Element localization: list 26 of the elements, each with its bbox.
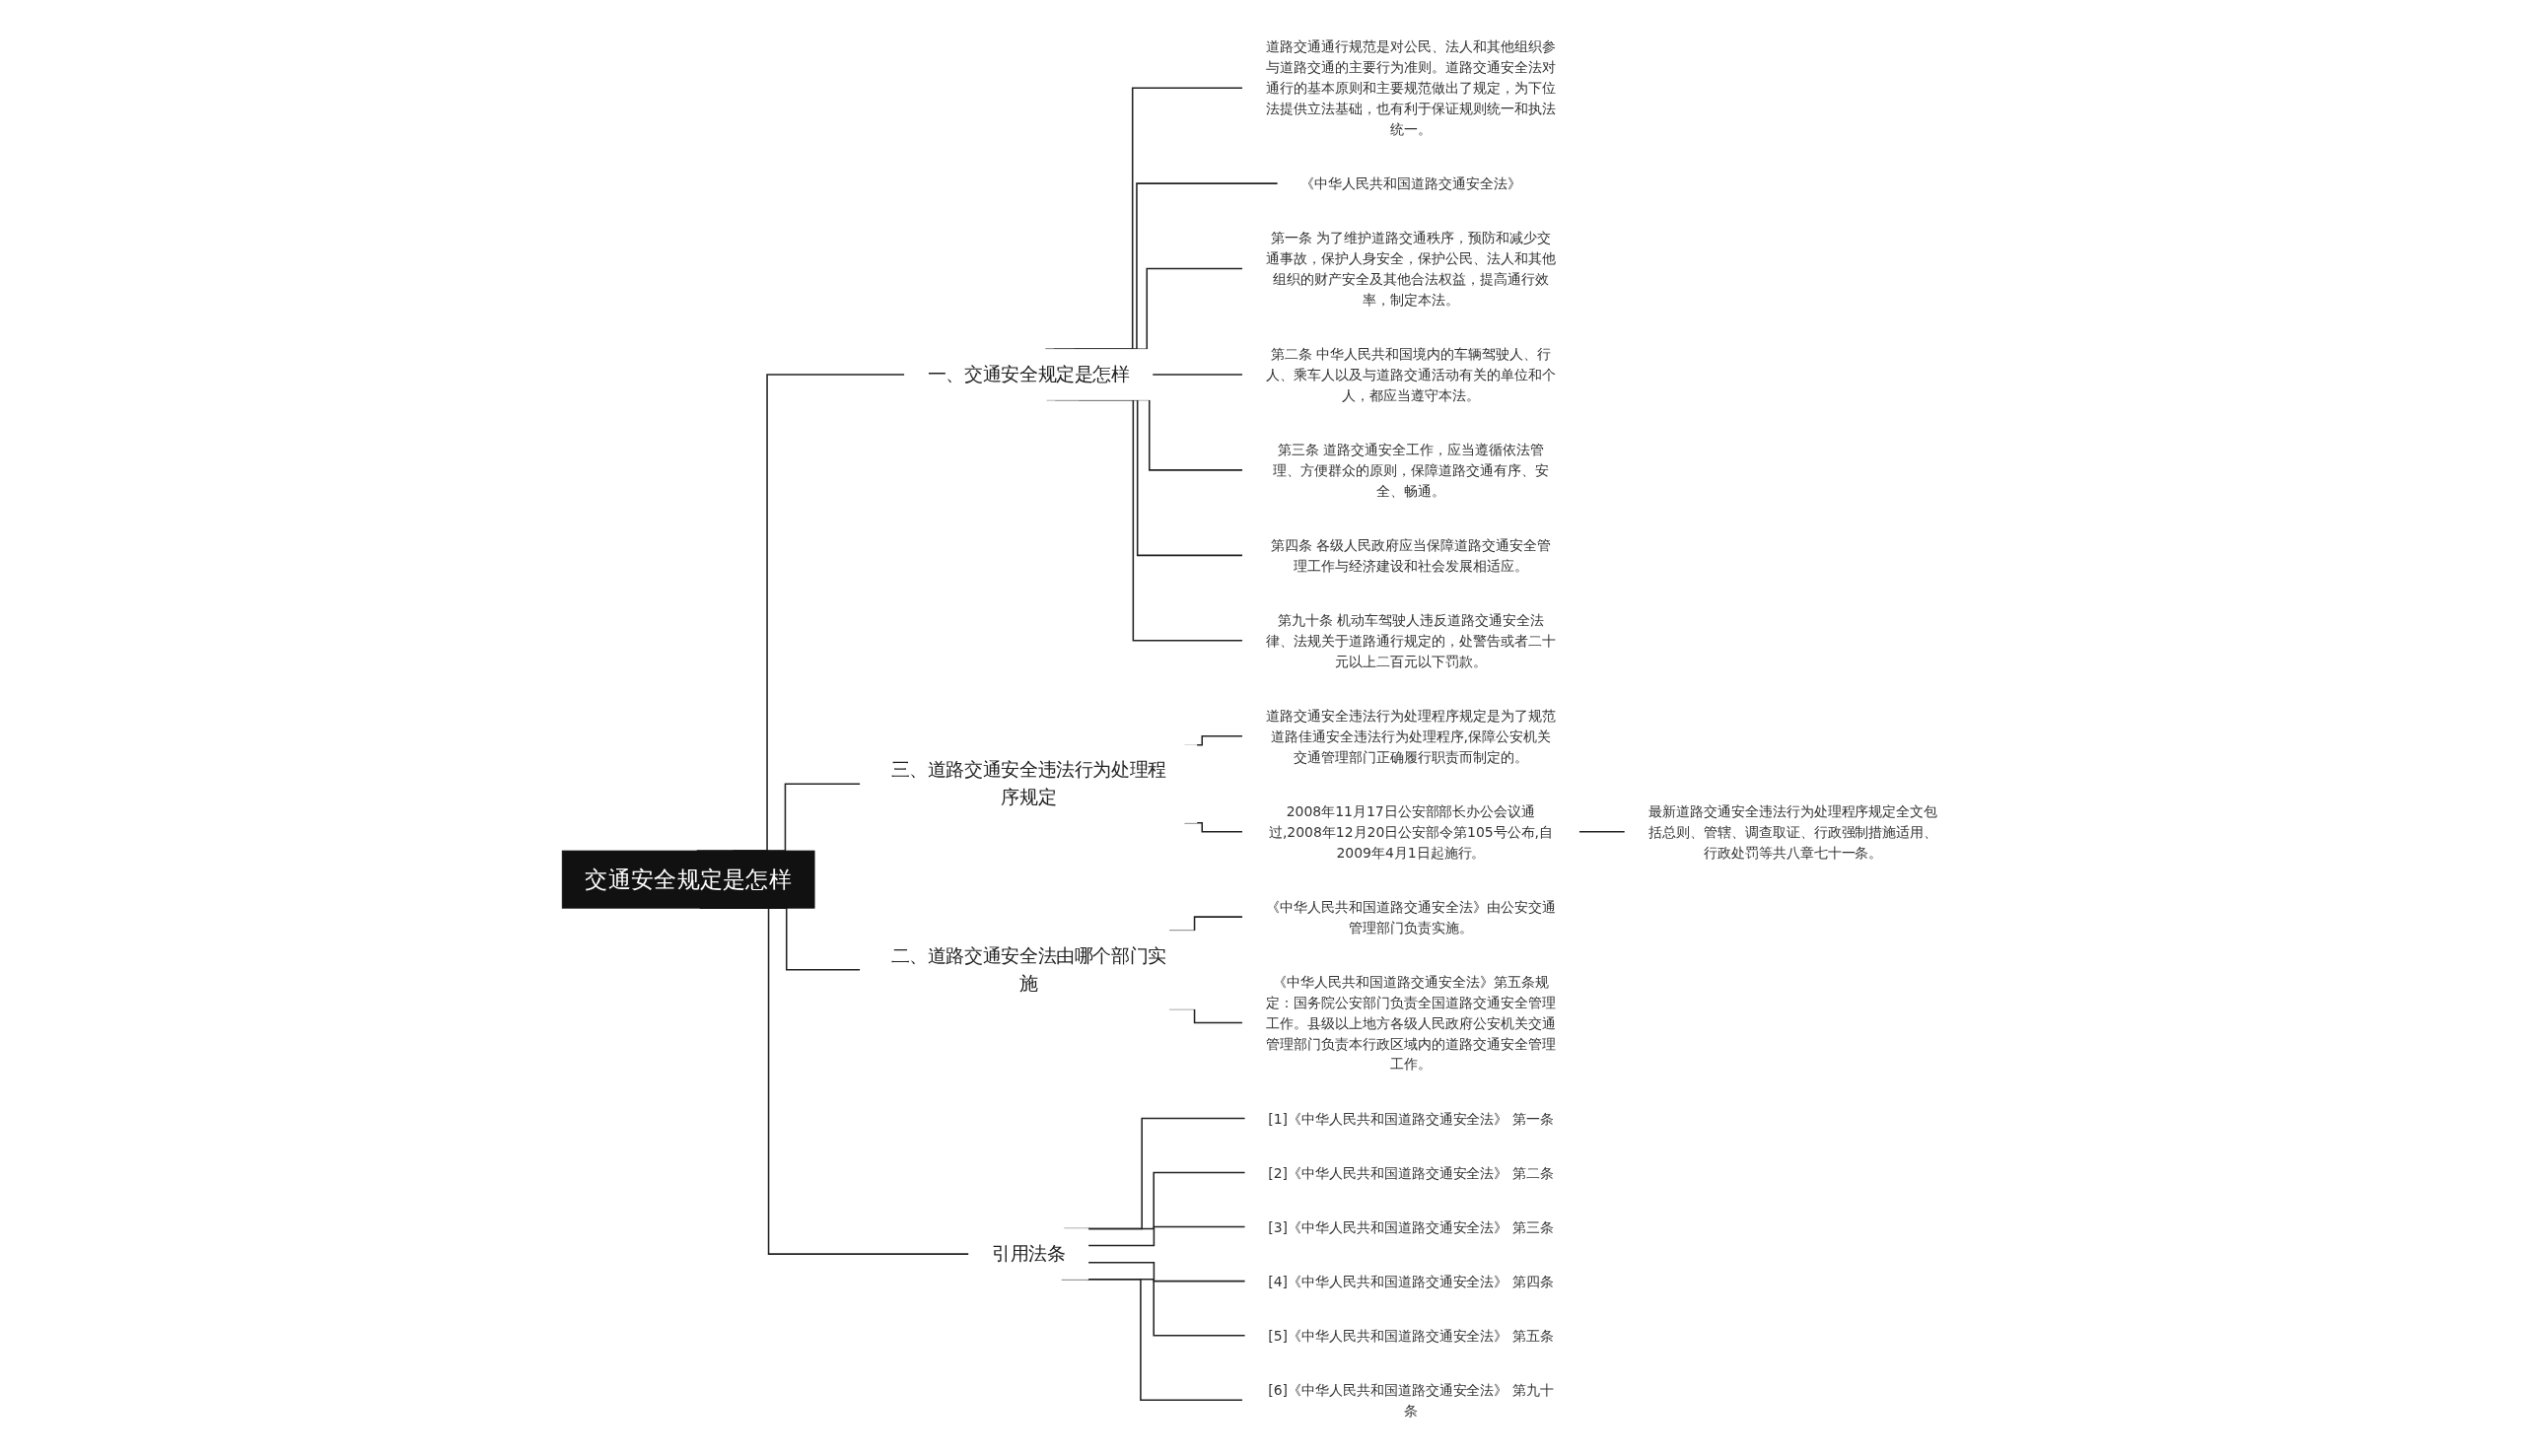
node-text: 三、道路交通安全违法行为处理程序规定	[890, 758, 1167, 808]
node-text: 道路交通安全违法行为处理程序规定是为了规范道路佳通安全违法行为处理程序,保障公安机关交通管理部门正确履行职责而制定的。	[1266, 707, 1556, 765]
node-text: 《中华人民共和国道路交通安全法》第五条规定：国务院公安部门负责全国道路交通安全管理工作。县级以上地方各级人民政府公安机关交通管理部门负责本行政区域内的道路交通安全管理工作。	[1266, 973, 1556, 1073]
connector	[1087, 1261, 1246, 1282]
node-text: 2008年11月17日公安部部长办公会议通过,2008年12月20日公安部令第105号公布,自2009年4月1日起施行。	[1269, 802, 1554, 861]
node-text: 二、道路交通安全法由哪个部门实施	[890, 944, 1167, 995]
node-text: 第九十条 机动车驾驶人违反道路交通安全法律、法规关于道路通行规定的，处警告或者二十元以上二百元以下罚款。	[1266, 611, 1556, 669]
node-text: [4]《中华人民共和国道路交通安全法》 第四条	[1268, 1272, 1554, 1289]
node-text: [5]《中华人民共和国道路交通安全法》 第五条	[1268, 1327, 1554, 1344]
node-text: 第二条 中华人民共和国境内的车辆驾驶人、行人、乘车人以及与道路交通活动有关的单位和个人，都应当遵守本法。	[1266, 345, 1556, 403]
node-text: 道路交通通行规范是对公民、法人和其他组织参与道路交通的主要行为准则。道路交通安全法对通行的基本原则和主要规范做出了规定，为下位法提供立法基础，也有利于保证规则统一和执法统一。	[1266, 37, 1556, 137]
node-text: [1]《中华人民共和国道路交通安全法》 第一条	[1268, 1109, 1554, 1127]
node-text: [6]《中华人民共和国道路交通安全法》 第九十条	[1268, 1381, 1554, 1419]
node-text: 最新道路交通安全违法行为处理程序规定全文包括总则、管辖、调查取证、行政强制措施适用、行政处罚等共八章七十一条。	[1648, 802, 1938, 861]
node-text: 《中华人民共和国道路交通安全法》	[1300, 174, 1521, 191]
node-box: 交通安全规定是怎样	[562, 850, 815, 909]
node-text: 《中华人民共和国道路交通安全法》由公安交通管理部门负责实施。	[1266, 898, 1556, 936]
connector	[1087, 1171, 1246, 1229]
node-text: 第四条 各级人民政府应当保障道路交通安全管理工作与经济建设和社会发展相适应。	[1271, 536, 1552, 574]
connector	[1578, 830, 1627, 832]
connector	[1087, 1225, 1246, 1246]
node-text: 第一条 为了维护道路交通秩序，预防和减少交通事故，保护人身安全，保护公民、法人和其他组织的财产安全及其他合法权益，提高通行效率，制定本法。	[1266, 229, 1556, 308]
connector	[1152, 373, 1244, 376]
node-text: [2]《中华人民共和国道路交通安全法》 第二条	[1268, 1163, 1554, 1181]
node-text: 第三条 道路交通安全工作，应当遵循依法管理、方便群众的原则，保障道路交通有序、安全、畅通。	[1273, 441, 1549, 499]
node-text: [3]《中华人民共和国道路交通安全法》 第三条	[1268, 1217, 1554, 1235]
